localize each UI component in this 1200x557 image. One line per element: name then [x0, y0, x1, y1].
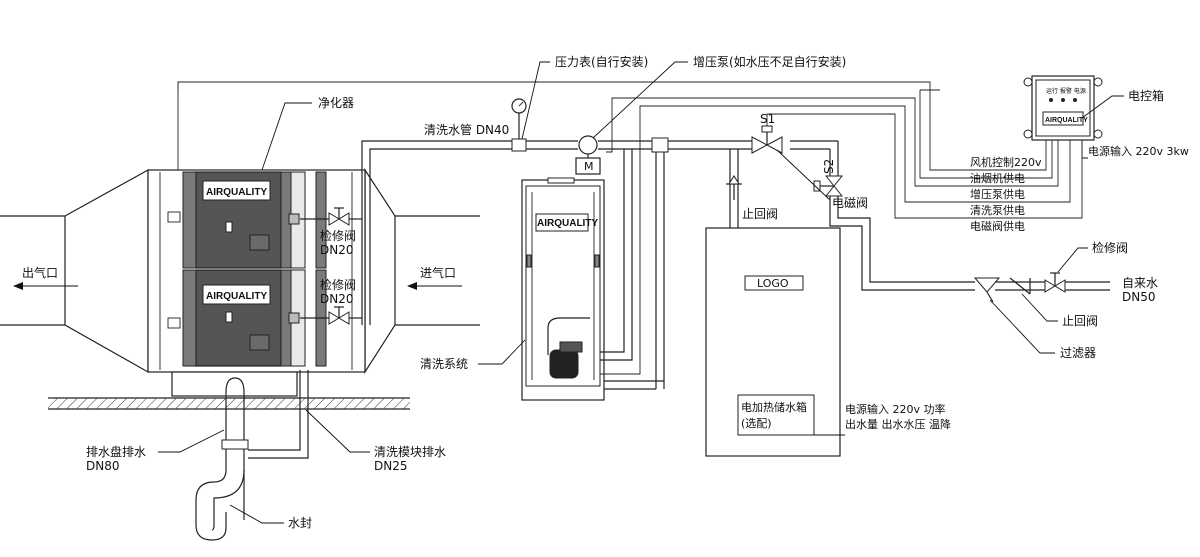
filter-label: 过滤器 [1060, 346, 1096, 360]
inlet-duct [364, 167, 480, 375]
module-bottom-brand: AIRQUALITY [206, 291, 267, 302]
drain-tray-pipe [195, 377, 249, 541]
purifier-unit: AIRQUALITY AIRQUALITY [147, 169, 366, 397]
maintenance-valve-top [300, 207, 362, 226]
control-box: 运行 报警 电源 AIRQUALITY [1023, 75, 1103, 141]
heater-tank-title: 电加热储水箱 [741, 400, 807, 414]
drain-tray-size: DN80 [86, 459, 120, 473]
fan-control-label: 风机控制220v [970, 155, 1042, 169]
wash-module-drain-pipe [248, 370, 309, 459]
filter-leader [989, 299, 1055, 354]
pipe-tee [600, 137, 669, 390]
check-valve-upper-label: 止回阀 [742, 207, 778, 221]
check-valve-lower-leader [1021, 293, 1058, 322]
purifier-label: 净化器 [318, 96, 354, 110]
pipe-fitting [511, 138, 527, 152]
booster-pump-label: 增压泵(如水压不足自行安装) [693, 54, 846, 69]
water-heater-tank: LOGO 电加热储水箱 (选配) [705, 227, 841, 457]
valve-bottom-label: 检修阀 [320, 277, 356, 292]
cabinet-supply-pipe [600, 149, 633, 361]
tank-inlet-pipe [726, 149, 742, 228]
control-box-label: 电控箱 [1128, 88, 1164, 103]
booster-power-label: 增压泵供电 [970, 187, 1025, 201]
wash-module-drain-leader [305, 409, 370, 453]
water-supply-pipe [829, 196, 1110, 291]
filter [973, 277, 1001, 303]
water-seal-label: 水封 [288, 516, 312, 530]
tap-water-label: 自来水 [1122, 276, 1158, 290]
valve-top-label: 检修阀 [320, 228, 356, 243]
drain-tray-label: 排水盘排水 [86, 444, 146, 459]
power-input-main: 电源输入 220v 3kw [1088, 144, 1189, 158]
solenoid-power-label: 电磁阀供电 [970, 219, 1025, 233]
fume-power-label: 油烟机供电 [970, 171, 1025, 185]
control-box-brand: AIRQUALITY [1045, 117, 1088, 124]
control-box-leds: 运行 报警 电源 [1046, 87, 1086, 95]
wash-pump-power-label: 清洗泵供电 [970, 203, 1025, 217]
wash-module-drain-label: 清洗模块排水 [374, 445, 446, 459]
pressure-gauge-label: 压力表(自行安装) [555, 54, 648, 69]
booster-pump-leader [592, 61, 688, 139]
control-wiring [177, 81, 1083, 375]
solenoid-leader [776, 149, 831, 201]
water-seal-leader [229, 504, 284, 524]
wash-system-leader [478, 339, 526, 365]
heater-tank-optional: (选配) [741, 417, 772, 430]
dn50-label: DN50 [1122, 290, 1156, 304]
control-box-leader [1081, 95, 1124, 119]
purifier-leader [261, 102, 312, 171]
heater-power-line2: 出水量 出水水压 温降 [845, 417, 951, 431]
s2-label: S2 [822, 159, 836, 174]
pressure-gauge-leader [521, 61, 550, 140]
module-top-brand: AIRQUALITY [206, 187, 267, 198]
heater-power-line1: 电源输入 220v 功率 [845, 402, 946, 416]
wash-cabinet-brand: AIRQUALITY [537, 218, 598, 229]
solenoid-valve-s2 [813, 141, 844, 197]
solenoid-valve-label: 电磁阀 [832, 195, 868, 210]
valve-bottom-size: DN20 [320, 292, 354, 306]
booster-pump: M [575, 135, 601, 175]
pump-motor-label: M [584, 160, 594, 173]
inlet-label: 进气口 [420, 265, 456, 280]
check-valve-lower [1009, 277, 1031, 295]
maintenance-valve-bottom [300, 306, 362, 325]
pressure-gauge [511, 98, 527, 139]
outlet-label: 出气口 [22, 265, 58, 280]
check-valve-lower-label: 止回阀 [1062, 314, 1098, 328]
wash-pipe-label: 清洗水管 DN40 [424, 122, 509, 137]
maint-valve-right-leader [1057, 247, 1088, 273]
s1-label: S1 [760, 112, 775, 126]
wash-system-label: 清洗系统 [420, 357, 468, 371]
floor-slab [48, 397, 410, 410]
maint-valve-right-label: 检修阀 [1092, 240, 1128, 255]
tank-logo: LOGO [757, 277, 789, 290]
valve-top-size: DN20 [320, 243, 354, 257]
wash-module-drain-size: DN25 [374, 459, 408, 473]
drain-tray-leader [158, 429, 225, 453]
solenoid-valve-s1 [751, 125, 783, 154]
wash-system-cabinet: AIRQUALITY [521, 177, 605, 401]
maintenance-valve-right [1044, 272, 1066, 293]
